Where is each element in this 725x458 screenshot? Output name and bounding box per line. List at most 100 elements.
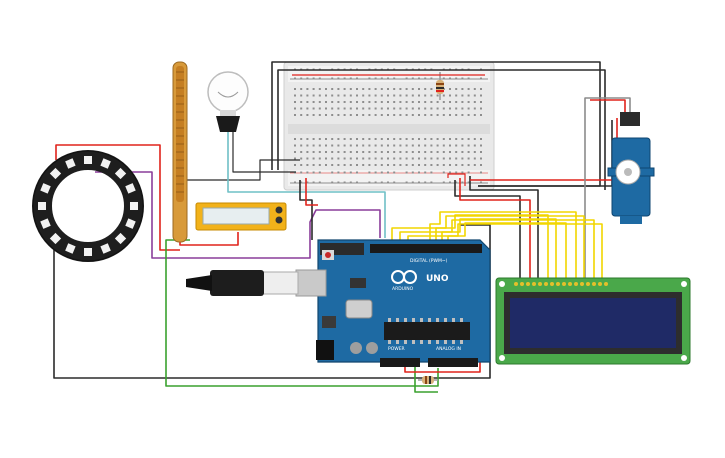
servo-motor[interactable] xyxy=(607,112,655,224)
breadboard-hole xyxy=(374,107,377,110)
breadboard-hole xyxy=(356,138,358,140)
breadboard-hole xyxy=(411,157,414,160)
breadboard-hole xyxy=(337,164,340,166)
breadboard-hole xyxy=(362,157,365,160)
breadboard-hole xyxy=(393,107,396,110)
neopixel-led xyxy=(84,248,92,256)
breadboard-hole xyxy=(343,151,346,153)
breadboard-hole xyxy=(312,171,315,174)
breadboard-hole xyxy=(312,94,315,97)
breadboard-hole xyxy=(405,138,408,140)
breadboard-hole xyxy=(449,164,451,166)
breadboard-hole xyxy=(436,94,439,97)
lcd-display[interactable] xyxy=(495,277,691,365)
breadboard-hole xyxy=(467,101,470,103)
usb-cable[interactable] xyxy=(186,269,327,297)
breadboard-hole xyxy=(318,138,321,140)
breadboard-hole xyxy=(393,88,396,90)
breadboard-hole xyxy=(374,101,377,103)
breadboard-hole xyxy=(318,107,321,110)
digital-header[interactable] xyxy=(370,244,482,253)
lcd-pin xyxy=(526,282,530,286)
breadboard-hole xyxy=(294,138,296,140)
breadboard-hole xyxy=(436,164,439,166)
breadboard-hole xyxy=(380,107,383,110)
neopixel-led xyxy=(65,158,76,169)
breadboard[interactable] xyxy=(283,61,495,191)
breadboard-hole xyxy=(325,144,327,147)
breadboard-hole xyxy=(300,77,303,80)
breadboard-hole xyxy=(405,171,408,174)
breadboard-hole xyxy=(411,171,414,174)
breadboard-hole xyxy=(424,107,427,110)
breadboard-hole xyxy=(436,101,439,103)
lcd-pin xyxy=(574,282,578,286)
breadboard-hole xyxy=(356,88,358,90)
breadboard-hole xyxy=(449,151,451,153)
breadboard-hole xyxy=(331,151,334,153)
breadboard-hole xyxy=(337,171,340,174)
breadboard-hole xyxy=(349,138,352,140)
breadboard-hole xyxy=(356,151,358,153)
breadboard-hole xyxy=(380,114,383,116)
breadboard-hole xyxy=(461,101,464,103)
power-header[interactable] xyxy=(380,358,420,367)
breadboard-hole xyxy=(318,164,321,166)
breadboard-hole xyxy=(362,88,365,90)
breadboard-hole xyxy=(455,114,458,116)
breadboard-hole xyxy=(387,144,389,147)
breadboard-hole xyxy=(461,157,464,160)
breadboard-hole xyxy=(461,88,464,90)
analog-header[interactable] xyxy=(428,358,478,367)
breadboard-hole xyxy=(473,107,476,110)
breadboard-hole xyxy=(480,151,482,153)
breadboard-hole xyxy=(318,77,321,80)
neopixel-ring[interactable] xyxy=(32,150,144,262)
breadboard-hole xyxy=(337,94,340,97)
breadboard-hole xyxy=(318,88,321,90)
breadboard-hole xyxy=(387,77,389,80)
breadboard-hole xyxy=(399,101,402,103)
breadboard-hole xyxy=(418,157,420,160)
breadboard-hole xyxy=(331,88,334,90)
breadboard-hole xyxy=(424,144,427,147)
breadboard-hole xyxy=(337,114,340,116)
breadboard-hole xyxy=(306,181,309,184)
breadboard-hole xyxy=(318,144,321,147)
breadboard-hole xyxy=(368,151,371,153)
breadboard-hole xyxy=(343,138,346,140)
arduino-uno-board[interactable]: DIGITAL (PWM~) POWER ANALOG IN UNO ARDUI… xyxy=(316,239,491,367)
breadboard-hole xyxy=(411,151,414,153)
breadboard-hole xyxy=(455,77,458,80)
bottom-resistor[interactable] xyxy=(418,376,438,384)
breadboard-hole xyxy=(442,77,445,80)
breadboard-hole xyxy=(399,157,402,160)
breadboard-hole xyxy=(374,171,377,174)
breadboard-resistor[interactable] xyxy=(436,72,444,100)
breadboard-hole xyxy=(356,181,358,184)
breadboard-hole xyxy=(430,107,433,110)
breadboard-hole xyxy=(399,107,402,110)
breadboard-hole xyxy=(449,114,451,116)
breadboard-hole xyxy=(424,94,427,97)
breadboard-hole xyxy=(393,114,396,116)
neopixel-led xyxy=(49,167,62,180)
breadboard-hole xyxy=(393,144,396,147)
breadboard-hole xyxy=(356,144,358,147)
breadboard-hole xyxy=(306,171,309,174)
breadboard-hole xyxy=(467,157,470,160)
breadboard-hole xyxy=(480,171,482,174)
breadboard-hole xyxy=(430,138,433,140)
slide-potentiometer[interactable] xyxy=(195,202,287,231)
flex-sensor[interactable] xyxy=(172,61,188,243)
power-jack[interactable] xyxy=(316,340,334,360)
breadboard-hole xyxy=(418,164,420,166)
light-bulb[interactable] xyxy=(207,71,249,132)
breadboard-hole xyxy=(325,164,327,166)
breadboard-hole xyxy=(461,181,464,184)
breadboard-hole xyxy=(442,151,445,153)
breadboard-hole xyxy=(480,164,482,166)
lcd-pin xyxy=(562,282,566,286)
breadboard-hole xyxy=(473,144,476,147)
breadboard-hole xyxy=(387,164,389,166)
